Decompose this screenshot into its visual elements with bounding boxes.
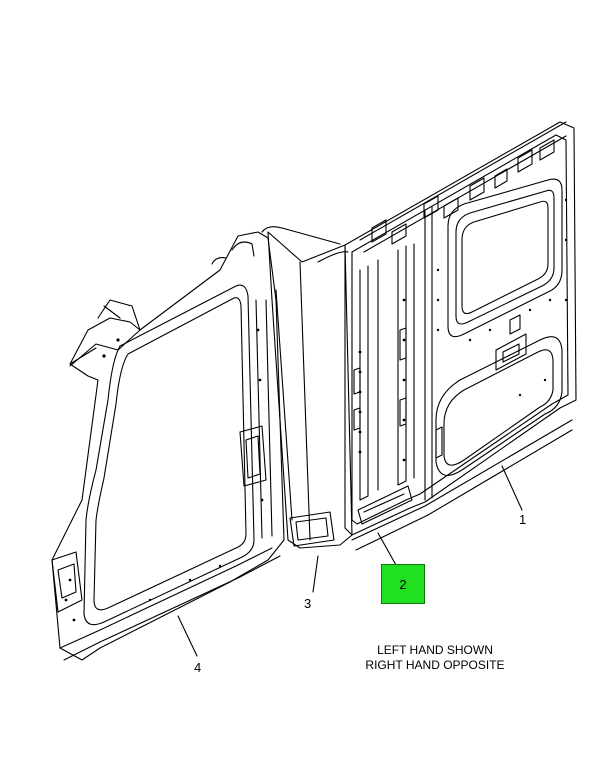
leader-line-2 — [377, 532, 397, 566]
leader-line-4 — [177, 615, 198, 657]
callout-2-highlight[interactable]: 2 — [381, 564, 425, 604]
note-line-1: LEFT HAND SHOWN — [377, 643, 493, 657]
callout-2: 2 — [399, 577, 407, 592]
panel-part-3[interactable] — [261, 226, 353, 549]
panel-part-4[interactable] — [51, 231, 285, 661]
leader-line-3 — [312, 555, 319, 593]
leader-line-1 — [501, 465, 523, 511]
callout-1: 1 — [519, 512, 526, 527]
panel-part-1[interactable] — [344, 121, 577, 551]
callout-4: 4 — [194, 660, 201, 675]
callout-3: 3 — [304, 596, 311, 611]
note-line-2: RIGHT HAND OPPOSITE — [365, 658, 505, 672]
orientation-note: LEFT HAND SHOWN RIGHT HAND OPPOSITE — [330, 643, 540, 673]
